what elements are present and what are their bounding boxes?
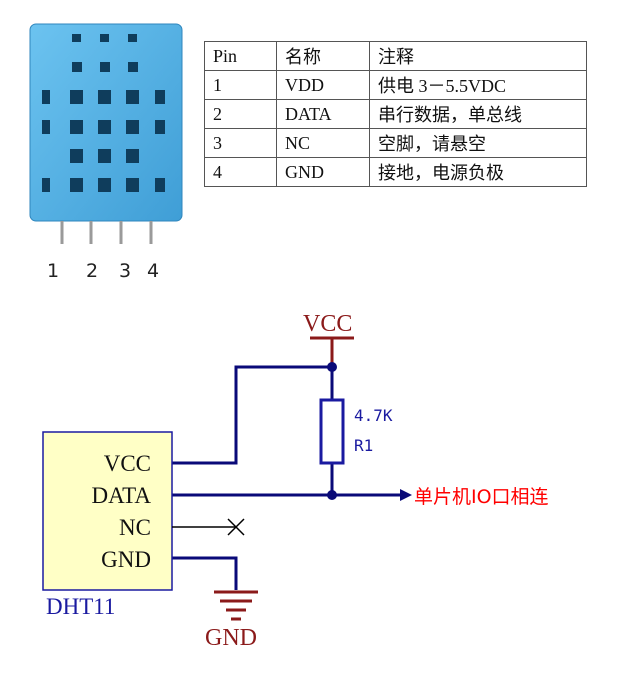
- ground-icon: [214, 590, 258, 621]
- column-header-name: 名称: [276, 41, 370, 71]
- table-row: 4 GND 接地，电源负极: [204, 157, 587, 187]
- table-row: 1 VDD 供电 3－5.5VDC: [204, 70, 587, 100]
- vcc-wire: [172, 365, 332, 465]
- resistor-name-label: R1: [354, 436, 373, 455]
- table-cell-pin: 4: [204, 157, 277, 187]
- table-row: 2 DATA 串行数据，单总线: [204, 99, 587, 129]
- resistor-value-label: 4.7K: [354, 406, 393, 425]
- mcu-io-label: 单片机IO口相连: [414, 486, 549, 508]
- arrow-icon: [400, 489, 412, 501]
- gnd-power-label: GND: [205, 625, 257, 651]
- chip-pin-label-data: DATA: [92, 483, 152, 508]
- wires: [172, 365, 400, 590]
- table-cell-name: DATA: [276, 99, 370, 129]
- no-connect-icon: [227, 518, 245, 536]
- sensor-grille: [42, 34, 165, 192]
- table-cell-name: NC: [276, 128, 370, 158]
- table-cell-name: GND: [276, 157, 370, 187]
- pin-number-4: 4: [147, 260, 160, 282]
- chip-name-label: DHT11: [46, 594, 115, 619]
- pin-number-2: 2: [86, 260, 99, 282]
- pin-number-3: 3: [119, 260, 132, 282]
- chip-pin-label-gnd: GND: [101, 547, 151, 572]
- table-cell-pin: 1: [204, 70, 277, 100]
- vcc-power-label: VCC: [303, 311, 352, 337]
- chip-pin-label-nc: NC: [119, 515, 151, 540]
- chip-pin-label-vcc: VCC: [104, 451, 151, 476]
- column-header-pin: Pin: [204, 41, 277, 71]
- table-cell-note: 供电 3－5.5VDC: [369, 70, 587, 100]
- resistor-r1: [319, 398, 345, 465]
- junction-dot-top: [327, 362, 337, 372]
- dht11-sensor-image: [29, 23, 183, 244]
- dht11-chip-body: [42, 431, 173, 591]
- junction-dot-data: [327, 490, 337, 500]
- table-cell-note: 接地，电源负极: [369, 157, 587, 187]
- gnd-wire: [172, 556, 238, 590]
- pin-table: Pin 名称 注释 1 VDD 供电 3－5.5VDC 2 DATA 串行数据，…: [204, 41, 587, 187]
- sensor-pins: [60, 221, 153, 244]
- pin-number-1: 1: [47, 260, 60, 282]
